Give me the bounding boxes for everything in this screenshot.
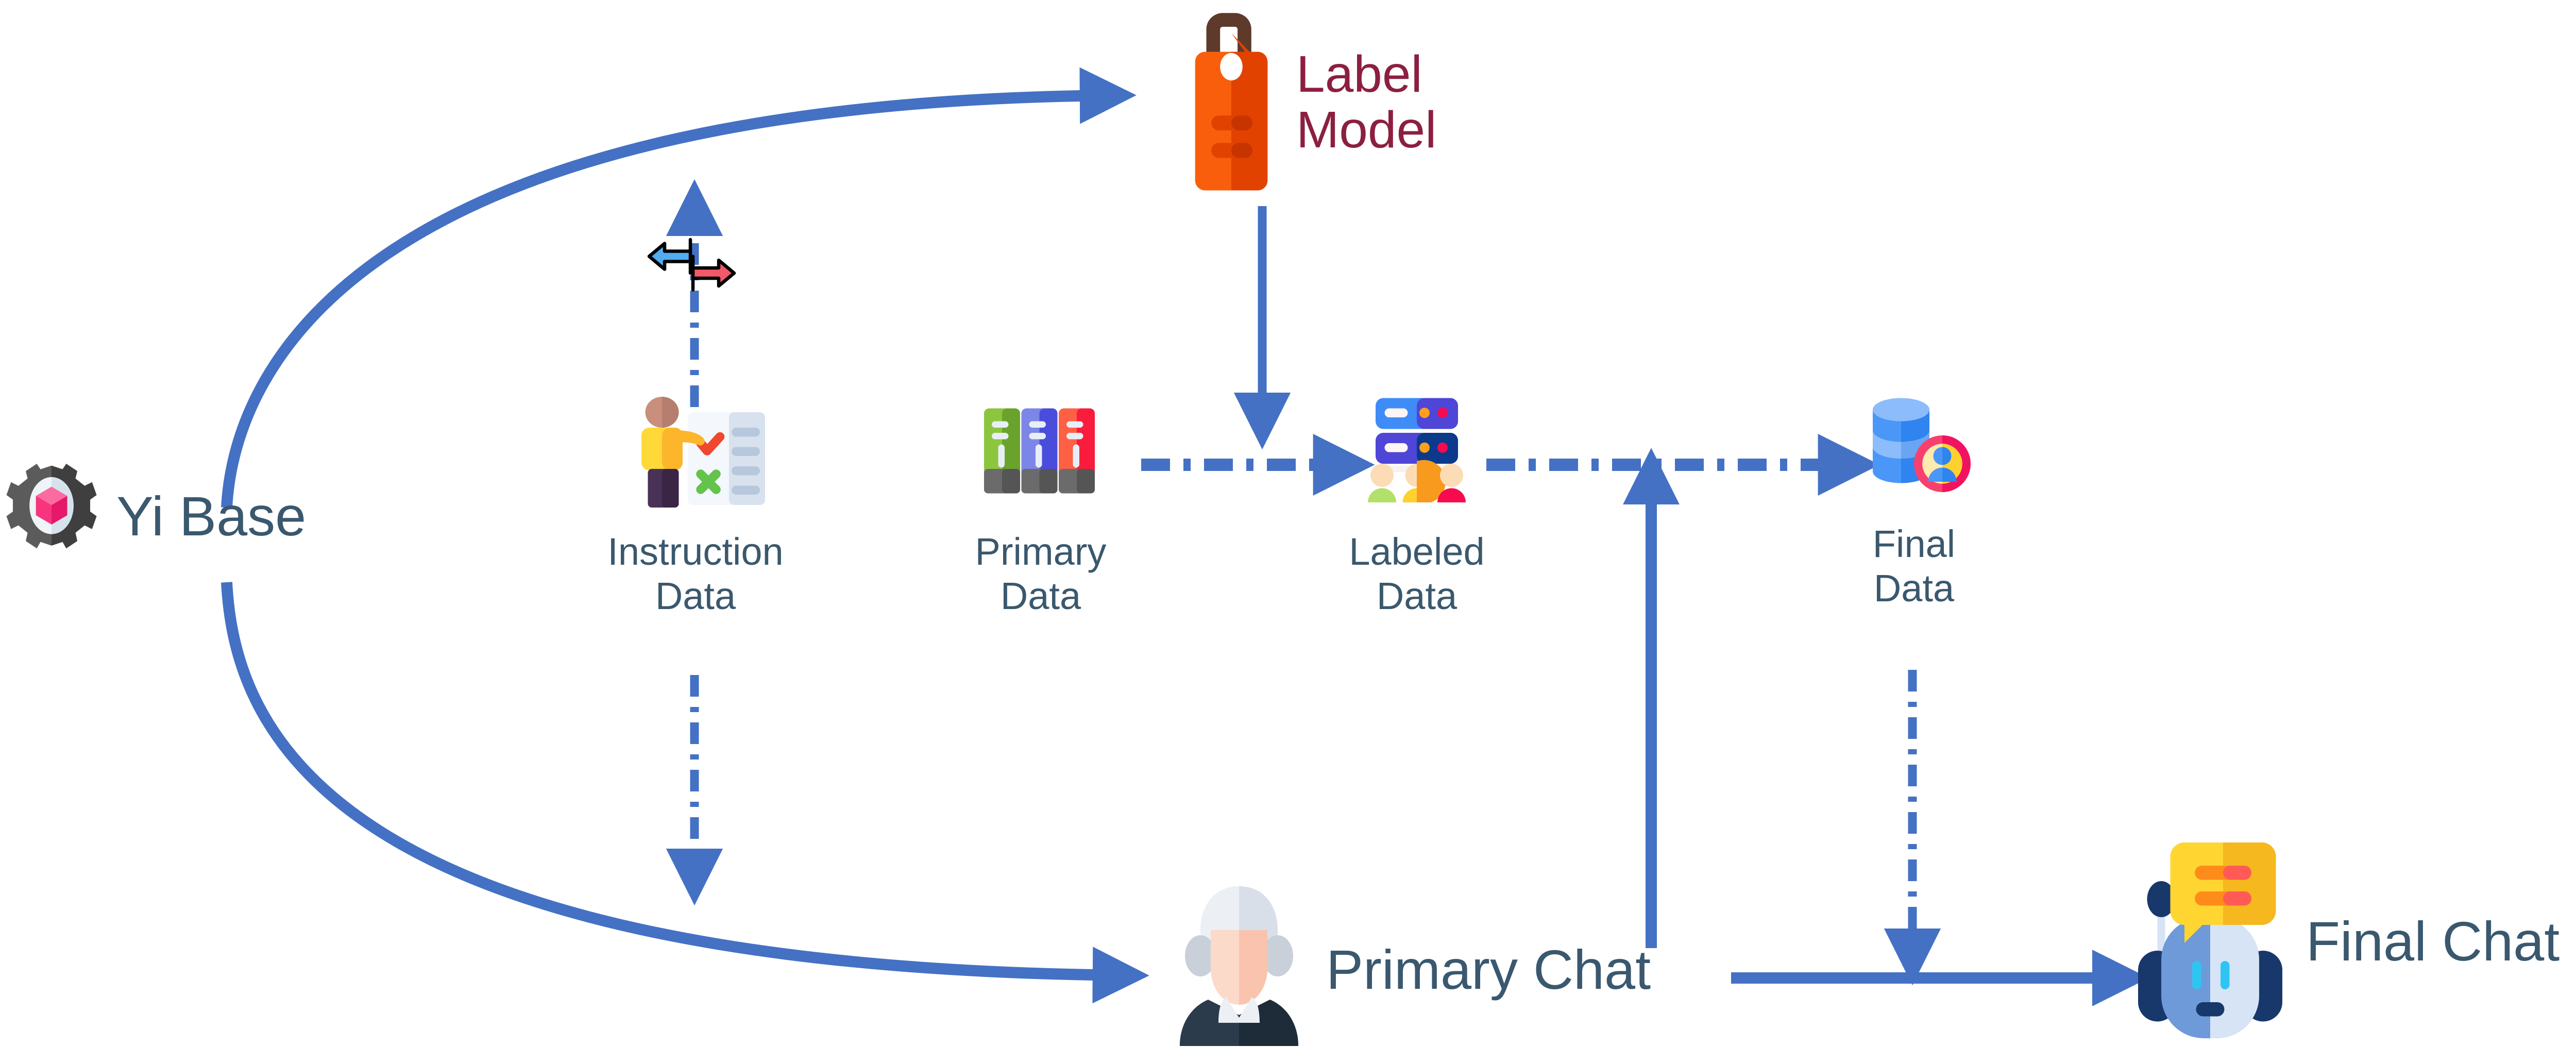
edge-yi-base-to-primary-chat [221, 582, 1149, 1004]
labeled-data-label: Labeled Data [1349, 530, 1485, 617]
primary-chat-label: Primary Chat [1326, 938, 1651, 1001]
person-checklist-icon [618, 389, 773, 520]
node-label-model[interactable]: Label Model [1190, 5, 1436, 198]
node-final-data[interactable]: Final Data [1819, 381, 2009, 611]
database-user-icon [1850, 381, 1978, 513]
yi-base-label: Yi Base [116, 485, 307, 548]
node-primary-chat[interactable]: Primary Chat [1170, 876, 1651, 1063]
instruction-data-label: Instruction Data [607, 530, 784, 617]
gear-gem-icon [5, 464, 98, 569]
node-final-chat[interactable]: Final Chat [2133, 837, 2560, 1046]
final-chat-label: Final Chat [2306, 910, 2560, 973]
final-data-label: Final Data [1872, 522, 1956, 610]
bidirectional-swap-arrows-icon [647, 232, 737, 301]
primary-data-label: Primary Data [975, 530, 1107, 617]
chatbot-icon [2133, 837, 2287, 1046]
node-yi-base[interactable]: Yi Base [5, 464, 306, 569]
judge-icon [1170, 876, 1309, 1063]
server-people-icon [1352, 389, 1481, 520]
label-model-label: Label Model [1296, 45, 1437, 159]
node-labeled-data[interactable]: Labeled Data [1319, 389, 1515, 618]
price-tag-icon [1190, 5, 1273, 198]
node-primary-data[interactable]: Primary Data [943, 389, 1139, 618]
node-instruction-data[interactable]: Instruction Data [587, 389, 804, 618]
binders-icon [976, 389, 1105, 520]
